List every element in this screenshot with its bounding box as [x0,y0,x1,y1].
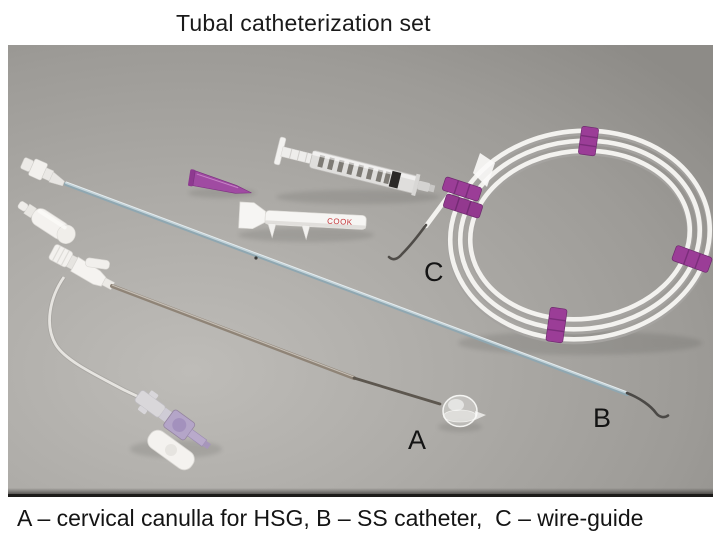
wire-guide-tip [387,223,428,261]
photo-bottom-edge [8,488,713,497]
ss-catheter-shaft [64,182,629,396]
stopcock [134,390,211,471]
wire-guide-exit [423,184,458,229]
obturator-bulb [17,201,76,244]
handle-prong-2 [301,225,311,241]
coil-clip-top [578,125,599,157]
coil-clip-left-1 [442,176,482,202]
wire-guide-coil [387,125,713,345]
coil-clip-bottom [545,307,568,344]
shaft-marker [254,256,258,260]
handle-prong-1 [267,223,277,239]
cervical-cannula [17,201,486,471]
coil-clip-right [671,245,713,273]
cook-handle: COOK [238,201,367,241]
cannula-y-hub [48,244,115,290]
cannula-distal-shaft [352,376,442,406]
label-c: C [424,257,444,287]
photo-background [8,45,713,497]
ss-catheter-hub [20,157,65,187]
label-b: B [593,403,611,433]
dilator-tip [188,169,252,194]
cook-brand-text: COOK [327,217,353,227]
wire-cross-highlight [473,153,495,187]
slide-caption: A – cervical canulla for HSG, B – SS cat… [17,505,644,531]
coil-clip-left-2 [443,193,483,219]
catheter-set-photo: COOK [8,45,713,497]
cannula-shaft [110,284,356,380]
photo: COOK [8,45,713,497]
label-a: A [408,425,426,455]
ss-catheter [20,157,670,419]
syringe [273,136,436,197]
acorn-tip [442,394,486,428]
ss-catheter-tip [625,391,670,419]
photo-labels: A B C [408,257,611,455]
slide-title: Tubal catheterization set [176,10,431,36]
